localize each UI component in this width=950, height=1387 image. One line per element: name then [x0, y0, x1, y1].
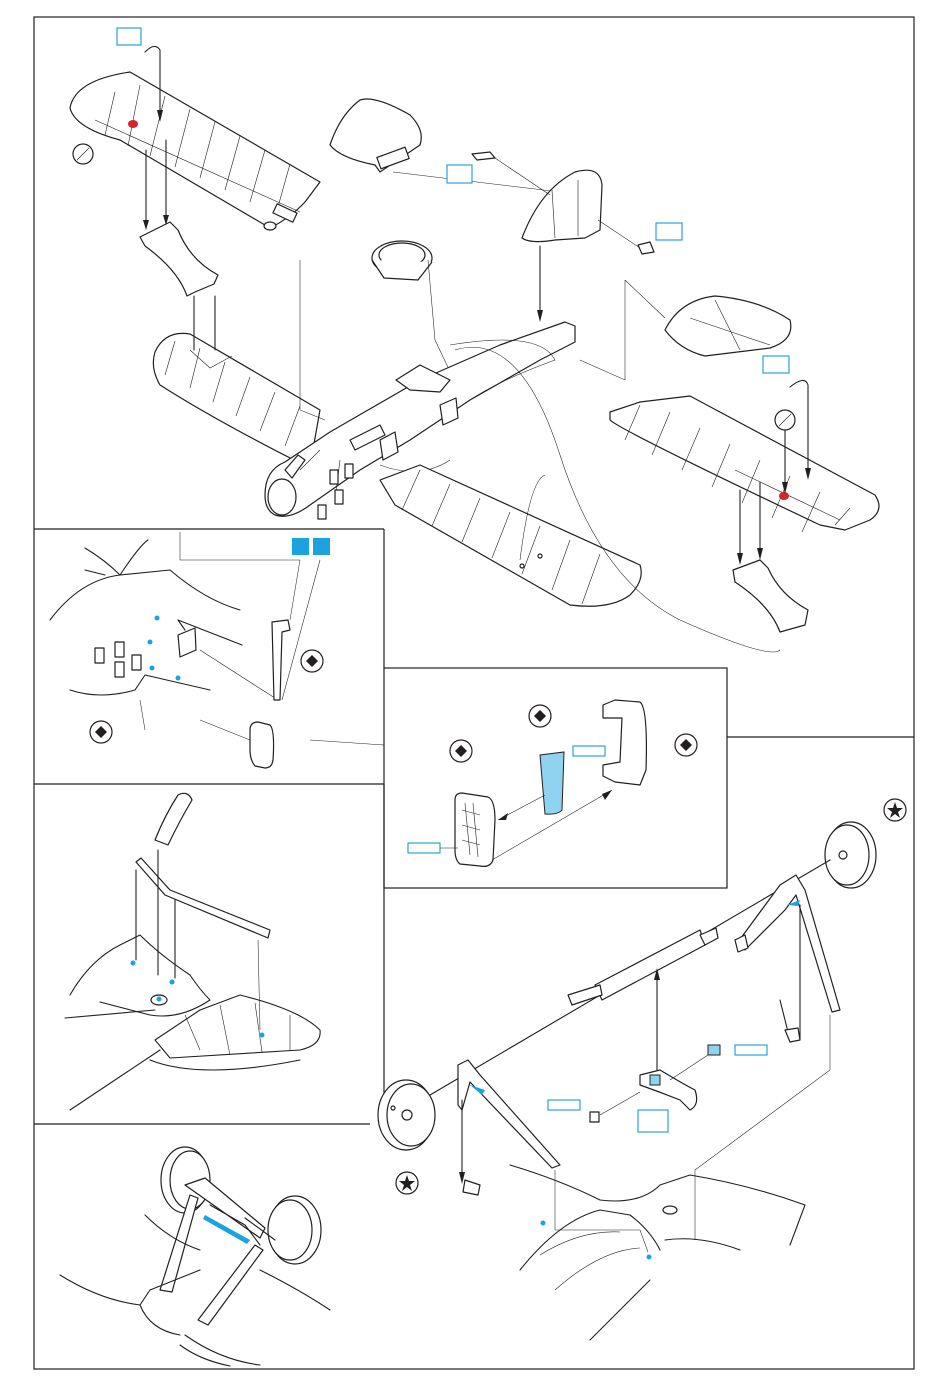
pe-callout-8: [548, 1100, 580, 1110]
strut-right: [733, 560, 808, 632]
pe-small-plate: [708, 1045, 720, 1055]
star-icon: [396, 1172, 418, 1194]
tail-skid-detail: [65, 793, 320, 1110]
view-direction-icon: [450, 740, 472, 762]
marker-dot: [128, 120, 138, 128]
fin-rudder: [472, 152, 654, 322]
cockpit-ring: [372, 241, 455, 382]
pe-callout-3: [656, 223, 682, 240]
marker-dot: [779, 492, 789, 500]
tailplane-right: [580, 280, 791, 380]
view-direction-icon: [301, 650, 323, 672]
pe-callout-1: [117, 28, 141, 45]
pe-callout-6: [408, 843, 440, 853]
pe-radiator-screen: [540, 752, 564, 814]
pe-callout-4: [763, 356, 789, 373]
pe-callout-5: [573, 746, 605, 756]
radiator-inset: [408, 700, 697, 866]
pe-marker-2: [313, 538, 330, 555]
main-assembly: [70, 28, 879, 652]
pe-callout-7: [735, 1045, 767, 1055]
view-direction-icon: [675, 734, 697, 756]
upper-wing-left: [70, 72, 320, 230]
pe-marker-1: [292, 538, 309, 555]
upper-wing-right: [610, 380, 879, 565]
star-icon: [884, 799, 906, 821]
lower-wing-right: [380, 465, 641, 606]
pe-callout-9: [638, 1110, 668, 1132]
view-direction-icon: [529, 705, 551, 727]
lower-wing-left: [153, 296, 320, 462]
view-direction-icon: [90, 721, 112, 743]
gear-final-view: [60, 1147, 330, 1366]
landing-gear-detail: [378, 799, 906, 1340]
tailplane-left: [330, 99, 560, 192]
pe-callout-2: [447, 165, 472, 183]
cowl-detail: [50, 532, 384, 768]
pe-fitting-plate: [650, 1075, 660, 1085]
